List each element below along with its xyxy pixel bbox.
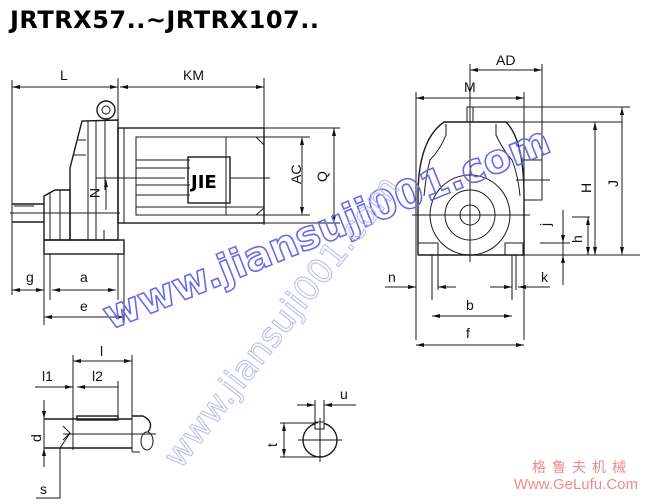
brand-chinese-name: 格鲁夫机械 xyxy=(532,460,632,476)
dim-label-k: k xyxy=(541,269,549,285)
shaft-detail: l l1 l2 d s xyxy=(28,343,156,499)
dim-label-l: l xyxy=(100,343,103,359)
front-view: AD M xyxy=(385,52,640,347)
dim-label-g: g xyxy=(26,269,34,285)
dim-label-H: H xyxy=(578,183,594,193)
dim-label-b: b xyxy=(466,297,474,313)
keyway-detail: u t xyxy=(264,386,356,462)
dim-label-h: h xyxy=(569,235,585,243)
dim-label-J: J xyxy=(605,180,621,187)
dim-label-M: M xyxy=(464,79,476,95)
watermark-secondary: www.jiansuji001.com xyxy=(156,168,408,475)
dim-label-u: u xyxy=(340,386,348,402)
dim-label-N: N xyxy=(87,188,103,198)
dim-label-KM: KM xyxy=(183,67,204,83)
brand-url: Www.GeLufu.Com xyxy=(513,476,638,493)
motor-logo: JIE xyxy=(189,172,217,193)
dim-label-d: d xyxy=(28,434,44,442)
dim-label-s: s xyxy=(40,481,47,497)
dim-label-e: e xyxy=(80,298,88,314)
dim-label-j: j xyxy=(537,223,553,227)
page-title: JRTRX57..~JRTRX107.. xyxy=(10,6,320,34)
dim-label-n: n xyxy=(388,269,396,285)
dim-label-AC: AC xyxy=(288,165,304,184)
watermark-primary: www.jiansuji001.com xyxy=(97,118,557,340)
dim-label-Q: Q xyxy=(314,171,330,182)
dim-label-t: t xyxy=(264,443,280,447)
dim-label-AD: AD xyxy=(496,52,515,68)
dim-label-l2: l2 xyxy=(92,368,103,384)
dim-label-L: L xyxy=(60,67,68,83)
dim-label-l1: l1 xyxy=(42,368,53,384)
dim-label-f: f xyxy=(466,325,470,341)
side-view: L KM N xyxy=(10,67,340,325)
dim-label-a: a xyxy=(80,269,88,285)
